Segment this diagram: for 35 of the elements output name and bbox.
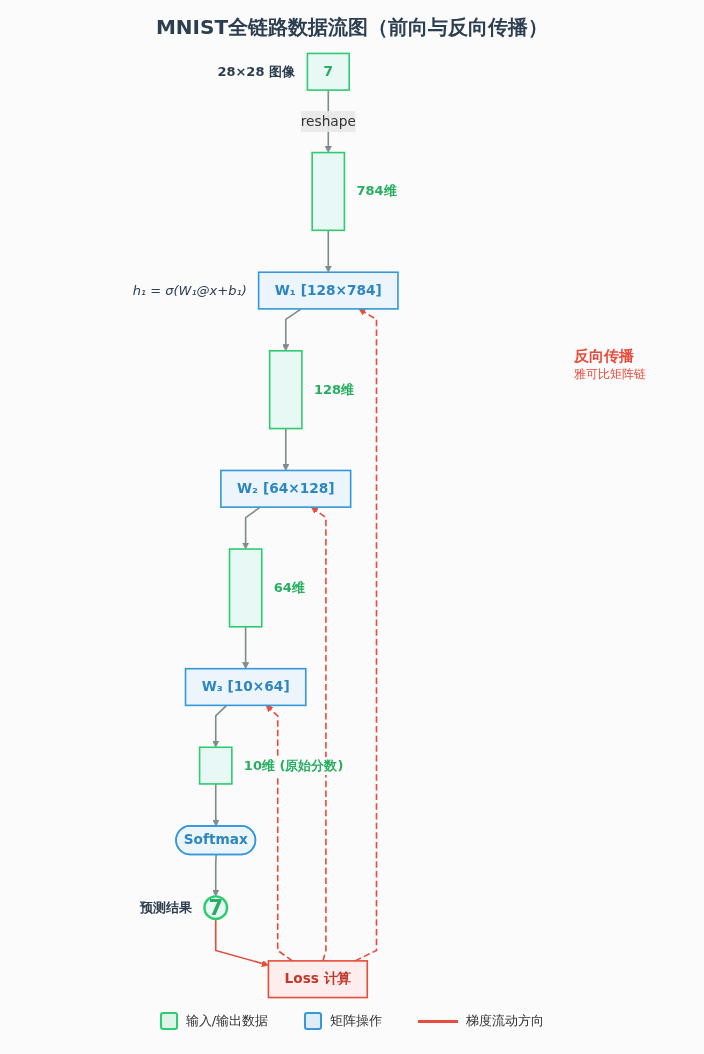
node-caption: 28×28 图像	[217, 62, 295, 81]
arrow	[212, 854, 220, 897]
annotation-note: 雅可比矩阵链	[574, 366, 647, 383]
arrow	[242, 626, 250, 669]
legend-label: 梯度流动方向	[466, 1012, 545, 1030]
node-bar	[268, 350, 303, 430]
node-caption: 64维	[273, 578, 305, 597]
node-caption: 10维 (原始分数)	[243, 756, 344, 775]
arrow	[311, 506, 327, 962]
node-box: 7	[306, 52, 350, 91]
legend-label: 矩阵操作	[330, 1012, 383, 1030]
annotation-heading: 反向传播	[574, 347, 635, 366]
node-box: W₁ [128×784]	[257, 271, 399, 310]
node-box: W₂ [64×128]	[220, 469, 352, 508]
node-bar	[311, 151, 346, 232]
edge-label: reshape	[300, 112, 356, 129]
legend-label: 输入/输出数据	[185, 1012, 269, 1030]
arrow	[212, 783, 220, 827]
node-caption: 128维	[313, 380, 354, 399]
arrow	[265, 705, 294, 962]
arrow	[354, 308, 378, 962]
node-circle: 7	[203, 895, 229, 921]
node-caption: 预测结果	[140, 898, 193, 917]
arrow	[212, 704, 228, 748]
arrow	[214, 918, 269, 967]
node-box: Loss 计算	[267, 960, 369, 999]
arrow	[282, 427, 290, 471]
node-bar	[228, 548, 263, 628]
arrow	[242, 506, 262, 550]
node-box	[198, 746, 233, 785]
node-box: W₃ [10×64]	[184, 667, 307, 707]
arrow	[282, 308, 303, 352]
arrow	[324, 229, 332, 273]
node-caption: h₁ = σ(W₁@x+b₁)	[132, 283, 247, 299]
diagram-title: MNIST全链路数据流图（前向与反向传播）	[155, 14, 549, 41]
